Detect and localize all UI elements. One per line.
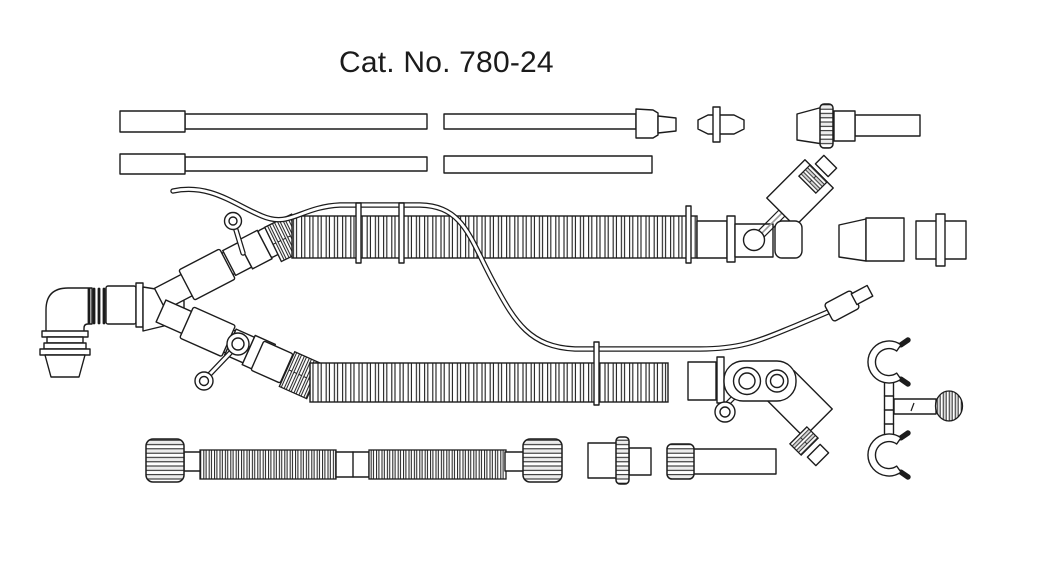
hose-clip-2 [398, 202, 405, 264]
swivel-nut-connector-with-tube [796, 103, 921, 149]
catalog-number: Cat. No. 780-24 [339, 46, 554, 79]
c-clip-bottom [867, 430, 911, 480]
tube-with-nozzle-tip [443, 108, 677, 139]
elbow-connector [45, 287, 93, 334]
plain-straight-tube [443, 155, 653, 174]
sampling-line-luer-fitting [824, 284, 874, 322]
gas-sampling-line [170, 186, 874, 352]
flex-extension-tube-with-knurled-nuts [145, 438, 563, 483]
upper-port-block-with-angled-arm [696, 154, 838, 263]
corrugated-hose-lower [250, 340, 669, 403]
flanged-adapter [915, 213, 967, 267]
straight-tube-with-sleeve-2 [119, 153, 428, 175]
hose-clip-3 [685, 205, 692, 264]
tapered-mask-adapter [39, 330, 91, 378]
tapered-adapter [838, 217, 905, 262]
hose-clip-1 [355, 202, 362, 264]
knurled-ring-connector [587, 436, 652, 485]
c-clip-top [867, 337, 911, 387]
twin-port-connector-with-angled-luer [687, 356, 833, 467]
tethered-cap-lower [194, 332, 250, 391]
angled-port-arm [753, 154, 838, 242]
small-cross-connector [697, 106, 745, 143]
hose-clip-4 [593, 341, 600, 406]
straight-tube-with-sleeve-1 [119, 110, 428, 133]
dual-c-clip-holder [867, 337, 964, 480]
tethered-cap-upper [223, 211, 246, 256]
knurled-cap-with-tube [666, 443, 777, 480]
